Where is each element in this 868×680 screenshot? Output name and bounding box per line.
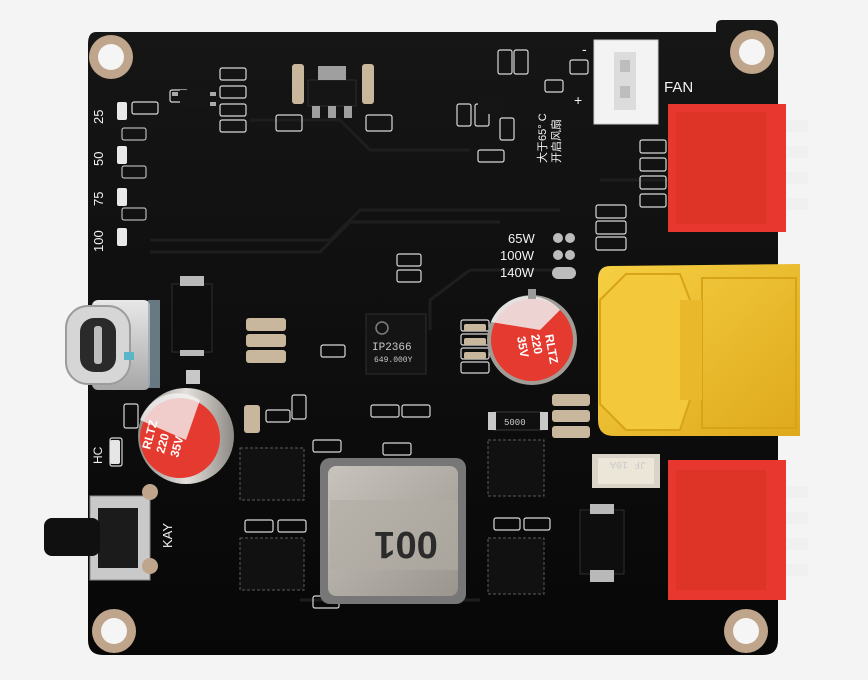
level-label-50: 50 <box>91 152 106 166</box>
mounting-hole-top-left <box>89 35 133 79</box>
fan-plus-label: + <box>574 92 582 108</box>
hc-label: HC <box>91 446 105 464</box>
cap-left-voltage: 35V <box>167 435 186 459</box>
mounting-holes <box>89 30 774 653</box>
diode-bottom <box>579 504 625 582</box>
mosfet-2 <box>239 537 305 591</box>
key-label: KAY <box>160 523 175 548</box>
ip2366-chip <box>365 313 427 375</box>
mosfets <box>239 439 545 595</box>
level-label-25: 25 <box>91 110 106 124</box>
ic-part-number: IP2366 <box>372 342 412 354</box>
fan-minus-label: - <box>582 41 587 57</box>
usb-a-port-top <box>668 104 808 232</box>
mosfet-1 <box>239 447 305 501</box>
mounting-hole-top-right <box>730 30 774 74</box>
small-transistor-top-left <box>172 90 216 108</box>
level-label-75: 75 <box>91 192 106 206</box>
cap-right-value: 220 <box>528 333 545 355</box>
small-transistor-top-right <box>478 50 552 114</box>
fan-connector <box>593 39 659 125</box>
fan-temp-note-line1: 大于65° C <box>535 113 549 163</box>
fuse <box>592 454 660 488</box>
inductor-marking: 001 <box>374 523 437 565</box>
level-leds <box>117 102 147 246</box>
capacitor-right <box>487 289 577 385</box>
mosfet-3 <box>487 439 545 497</box>
inductor <box>320 458 466 604</box>
cap-right-voltage: 35V <box>514 335 531 358</box>
level-labels: 25 50 75 100 <box>91 110 106 252</box>
diode-top <box>171 276 213 356</box>
shunt-resistor <box>488 411 548 431</box>
usb-a-port-bottom <box>668 460 808 600</box>
mosfet-4 <box>487 537 545 595</box>
power-label-65w: 65W <box>508 231 535 246</box>
cap-left-value: 220 <box>153 431 172 454</box>
fan-label: FAN <box>664 79 693 96</box>
fuse-label: JF 10A <box>610 458 646 469</box>
cap-right-brand: RLTZ <box>542 333 561 365</box>
ic-date-code: 649.000Y <box>374 356 413 365</box>
power-select-pads <box>552 233 576 279</box>
power-label-100w: 100W <box>500 248 535 263</box>
ceramic-capacitors <box>244 64 590 438</box>
pcb-traces <box>150 118 700 602</box>
level-label-100: 100 <box>91 230 106 252</box>
top-regulator <box>307 66 357 118</box>
fan-temp-note-line2: 开启风扇 <box>549 119 563 163</box>
smd-resistors <box>109 49 667 609</box>
xt60-connector <box>598 264 800 436</box>
mounting-hole-bottom-right <box>724 609 768 653</box>
capacitor-left <box>138 370 234 484</box>
hc-led <box>110 440 120 464</box>
usb-c-port <box>65 300 160 390</box>
mounting-hole-bottom-left <box>92 609 136 653</box>
key-button <box>44 484 158 581</box>
power-label-140w: 140W <box>500 265 535 280</box>
resistor-marking: 5000 <box>504 418 526 428</box>
